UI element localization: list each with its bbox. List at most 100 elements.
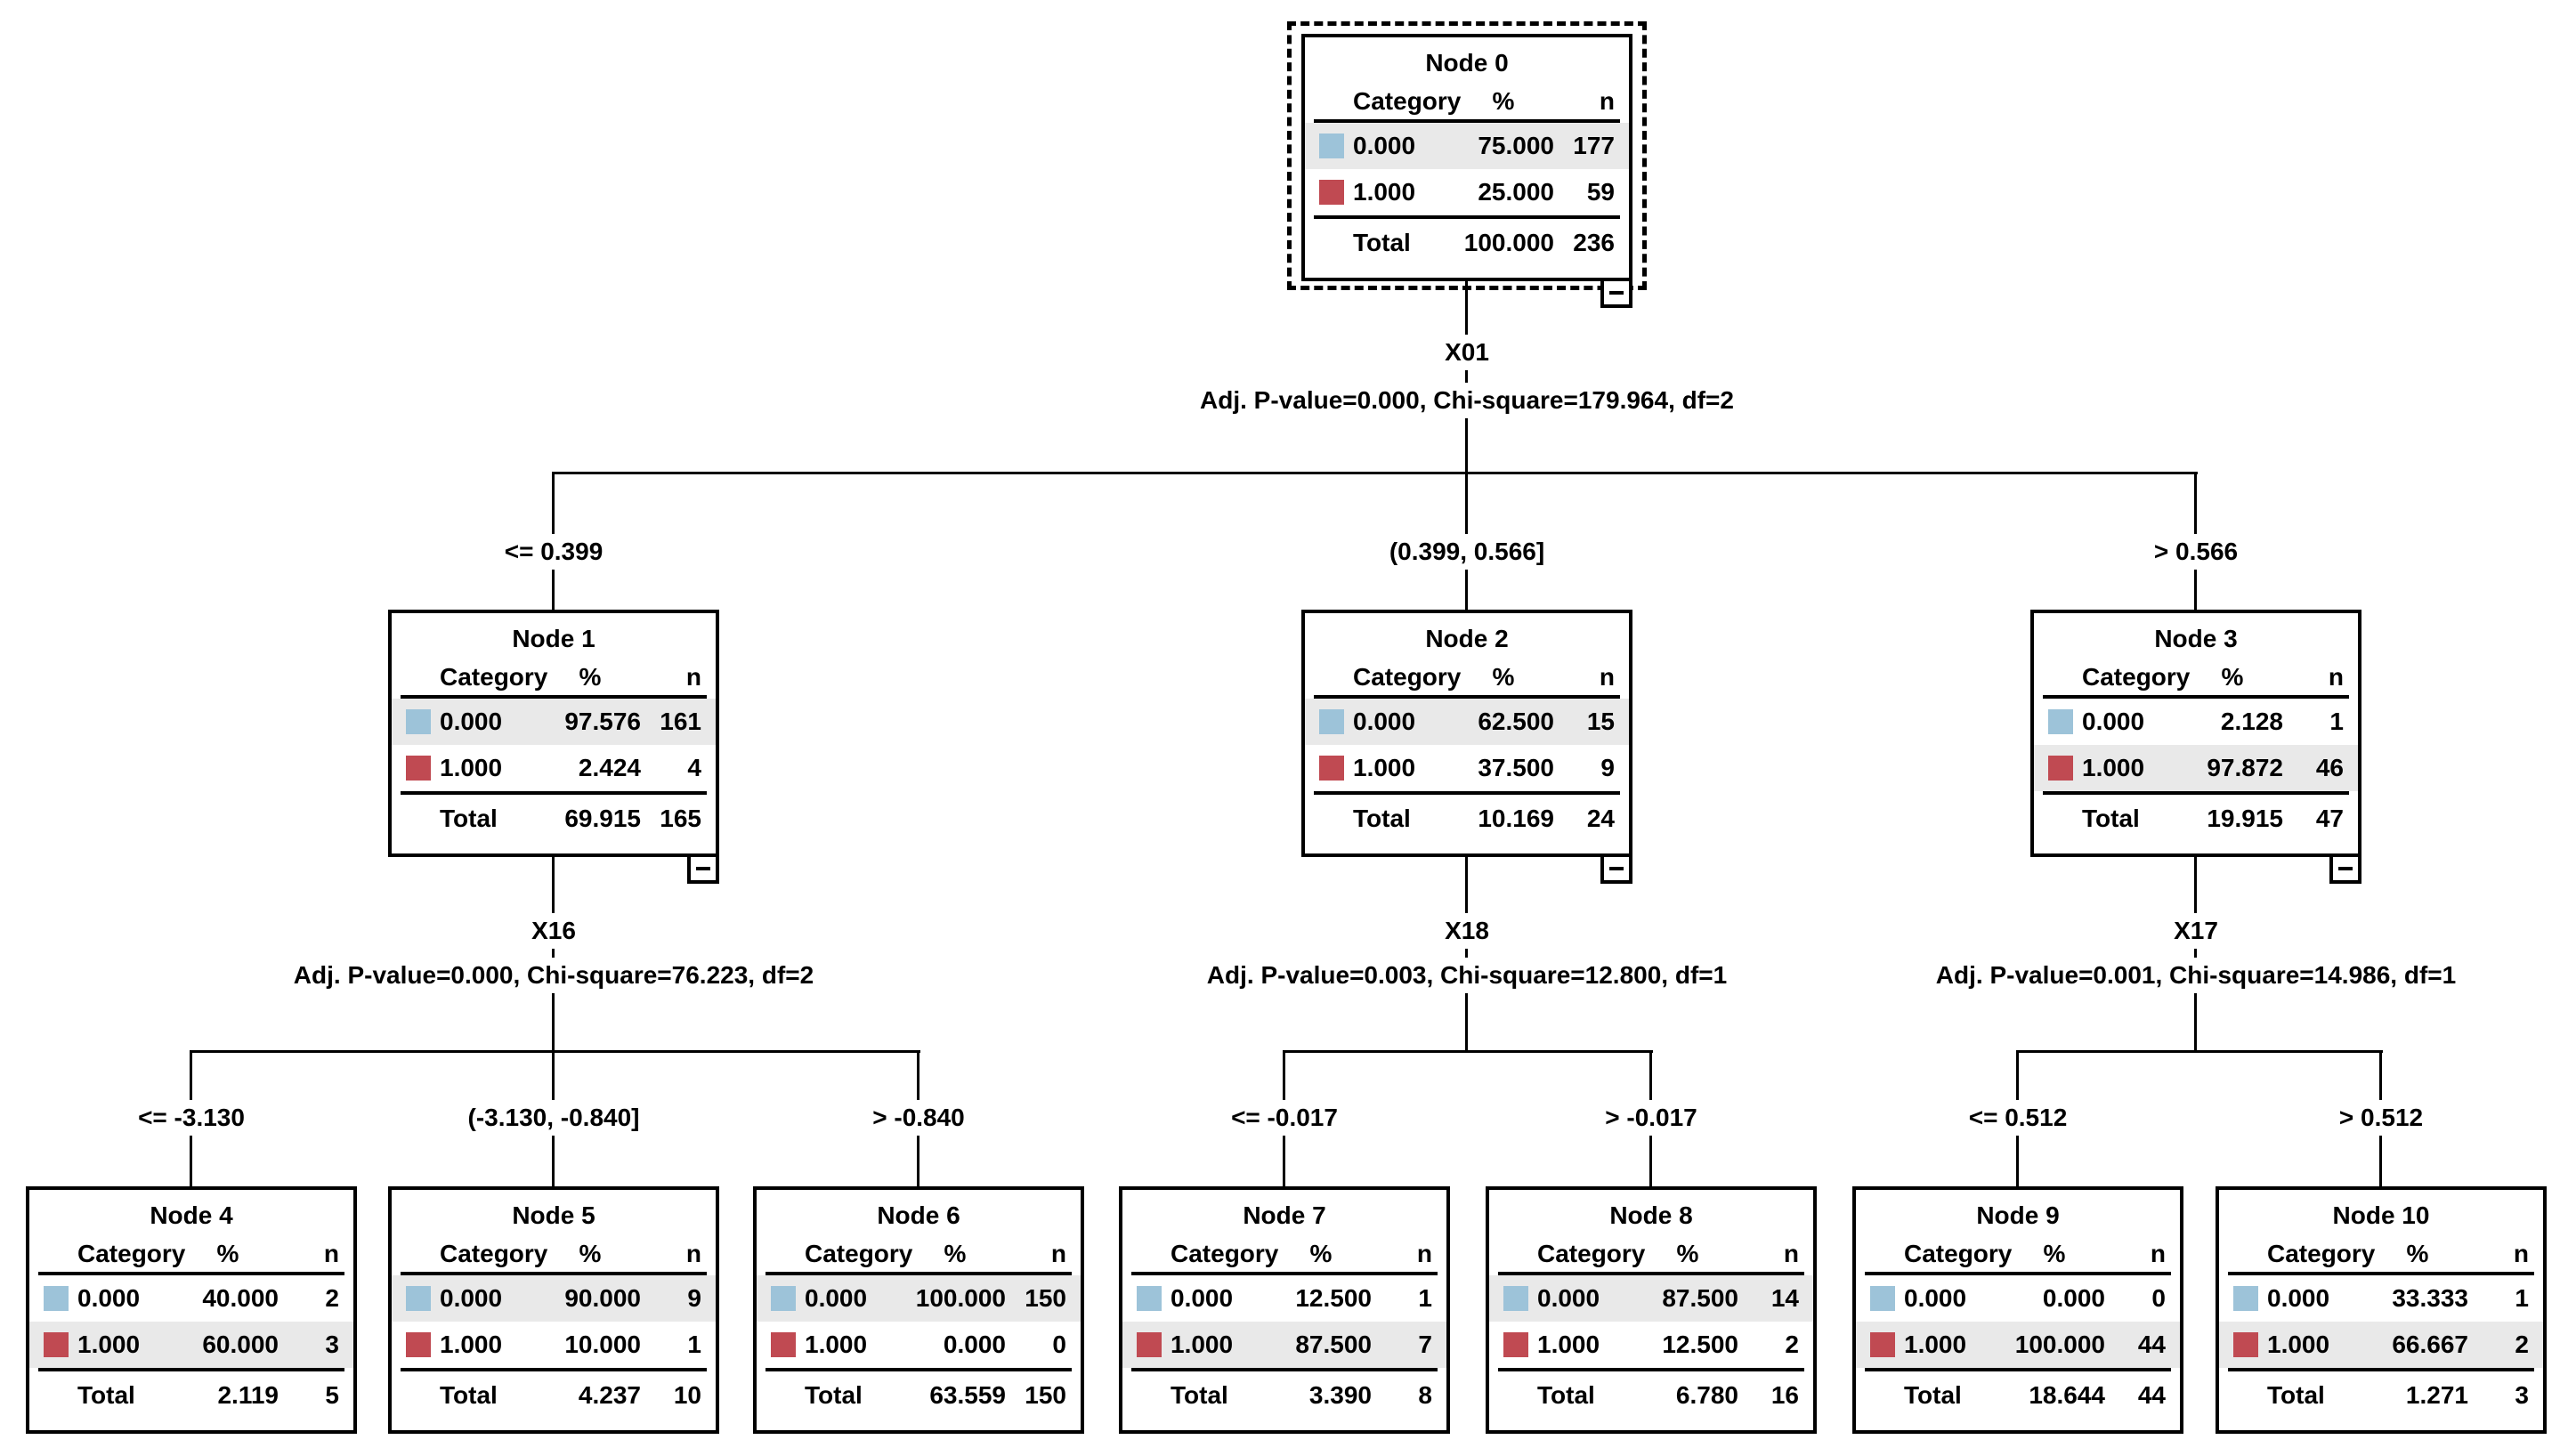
total-percent-value: 18.644: [2029, 1381, 2105, 1409]
category-1-swatch: [2233, 1332, 2258, 1357]
category-column-header: Category: [1171, 1240, 1279, 1267]
percent-value: 37.500: [1478, 754, 1554, 781]
n-value: 0: [2151, 1284, 2166, 1312]
total-label: Total: [1537, 1381, 1595, 1409]
tree-node-7[interactable]: Node 7 Category % n 0.000 12.500 1 1.000…: [1119, 1186, 1450, 1434]
category-1-swatch: [771, 1332, 796, 1357]
total-label: Total: [440, 805, 498, 832]
total-row: Total 19.915 47: [2034, 795, 2358, 843]
category-row-1: 1.000 60.000 3: [29, 1322, 353, 1368]
percent-value: 62.500: [1478, 708, 1554, 735]
percent-value: 97.576: [564, 708, 641, 735]
minus-icon: [2338, 867, 2353, 870]
connector-node2-to-split: [1465, 855, 1468, 1053]
category-column-header: Category: [440, 663, 548, 691]
total-row: Total 4.237 10: [392, 1371, 716, 1420]
tree-node-3[interactable]: Node 3 Category % n 0.000 2.128 1 1.000 …: [2030, 610, 2361, 884]
connector-node3-to-split: [2194, 855, 2197, 1053]
tree-node-8[interactable]: Node 8 Category % n 0.000 87.500 14 1.00…: [1486, 1186, 1817, 1434]
connector-node3-children-rail: [2016, 1050, 2383, 1053]
node-title: Node 2: [1425, 625, 1509, 652]
branch-label-node4: <= -3.130: [126, 1100, 257, 1136]
n-value: 161: [660, 708, 701, 735]
percent-value: 2.424: [578, 754, 641, 781]
total-separator: [1865, 1368, 2171, 1371]
category-value: 0.000: [440, 1284, 503, 1312]
category-row-0: 0.000 100.000 150: [757, 1275, 1081, 1322]
tree-node-9[interactable]: Node 9 Category % n 0.000 0.000 0 1.000 …: [1852, 1186, 2183, 1434]
total-label: Total: [1353, 805, 1411, 832]
node-title: Node 0: [1425, 49, 1509, 77]
collapse-button-node0[interactable]: [1600, 278, 1632, 308]
total-label: Total: [1171, 1381, 1228, 1409]
category-column-header: Category: [2267, 1240, 2376, 1267]
node-table-header: Category % n: [1865, 1236, 2171, 1275]
tree-node-2[interactable]: Node 2 Category % n 0.000 62.500 15 1.00…: [1301, 610, 1632, 884]
collapse-button-node1[interactable]: [687, 853, 719, 884]
category-row-0: 0.000 87.500 14: [1489, 1275, 1813, 1322]
n-value: 9: [687, 1284, 701, 1312]
tree-node-6[interactable]: Node 6 Category % n 0.000 100.000 150 1.…: [753, 1186, 1084, 1434]
category-1-swatch: [44, 1332, 69, 1357]
total-n-value: 10: [673, 1381, 701, 1409]
category-row-1: 1.000 10.000 1: [392, 1322, 716, 1368]
percent-value: 75.000: [1478, 132, 1554, 159]
category-row-1: 1.000 37.500 9: [1305, 745, 1629, 791]
total-row: Total 69.915 165: [392, 795, 716, 843]
category-row-0: 0.000 12.500 1: [1122, 1275, 1446, 1322]
total-row: Total 18.644 44: [1856, 1371, 2180, 1420]
category-column-header: Category: [1353, 87, 1462, 115]
tree-node-0[interactable]: Node 0 Category % n 0.000 75.000 177 1.0…: [1301, 34, 1632, 308]
category-row-1: 1.000 2.424 4: [392, 745, 716, 791]
collapse-button-node3[interactable]: [2329, 853, 2361, 884]
split-stats-x16: Adj. P-value=0.000, Chi-square=76.223, d…: [280, 958, 827, 993]
total-row: Total 63.559 150: [757, 1371, 1081, 1420]
category-row-1: 1.000 25.000 59: [1305, 169, 1629, 215]
category-column-header: Category: [440, 1240, 548, 1267]
n-value: 0: [1052, 1331, 1066, 1358]
tree-node-5[interactable]: Node 5 Category % n 0.000 90.000 9 1.000…: [388, 1186, 719, 1434]
percent-column-header: %: [2406, 1240, 2429, 1267]
percent-value: 25.000: [1478, 178, 1554, 206]
percent-value: 0.000: [2042, 1284, 2105, 1312]
category-column-header: Category: [805, 1240, 913, 1267]
tree-node-1[interactable]: Node 1 Category % n 0.000 97.576 161 1.0…: [388, 610, 719, 884]
percent-column-header: %: [2043, 1240, 2066, 1267]
category-value: 0.000: [440, 708, 503, 735]
n-value: 1: [2329, 708, 2344, 735]
collapse-button-node2[interactable]: [1600, 853, 1632, 884]
tree-node-10[interactable]: Node 10 Category % n 0.000 33.333 1 1.00…: [2216, 1186, 2547, 1434]
category-value: 0.000: [1537, 1284, 1600, 1312]
node-title: Node 6: [877, 1201, 960, 1229]
percent-value: 87.500: [1662, 1284, 1738, 1312]
category-value: 0.000: [1353, 708, 1416, 735]
branch-label-node1: <= 0.399: [491, 534, 616, 570]
total-label: Total: [2267, 1381, 2325, 1409]
percent-column-header: %: [1492, 663, 1515, 691]
node-table-header: Category % n: [2228, 1236, 2534, 1275]
category-row-1: 1.000 12.500 2: [1489, 1322, 1813, 1368]
n-column-header: n: [685, 1240, 701, 1267]
node-table-header: Category % n: [1314, 84, 1620, 123]
node-table-header: Category % n: [2043, 659, 2349, 699]
branch-label-node8: > -0.017: [1592, 1100, 1710, 1136]
n-value: 7: [1418, 1331, 1432, 1358]
node-table-header: Category % n: [1498, 1236, 1804, 1275]
tree-node-4[interactable]: Node 4 Category % n 0.000 40.000 2 1.000…: [26, 1186, 357, 1434]
branch-label-node9: <= 0.512: [1956, 1100, 2080, 1136]
total-percent-value: 10.169: [1478, 805, 1554, 832]
total-label: Total: [805, 1381, 863, 1409]
percent-column-header: %: [944, 1240, 967, 1267]
category-0-swatch: [406, 1286, 431, 1311]
total-percent-value: 6.780: [1675, 1381, 1738, 1409]
percent-column-header: %: [1676, 1240, 1699, 1267]
category-1-swatch: [1319, 180, 1344, 205]
split-variable-x17: X17: [2161, 913, 2231, 949]
category-value: 1.000: [1537, 1331, 1600, 1358]
percent-value: 100.000: [915, 1284, 1006, 1312]
n-value: 44: [2137, 1331, 2166, 1358]
category-value: 1.000: [2267, 1331, 2330, 1358]
n-column-header: n: [1416, 1240, 1432, 1267]
node-title: Node 5: [512, 1201, 595, 1229]
n-value: 14: [1770, 1284, 1799, 1312]
